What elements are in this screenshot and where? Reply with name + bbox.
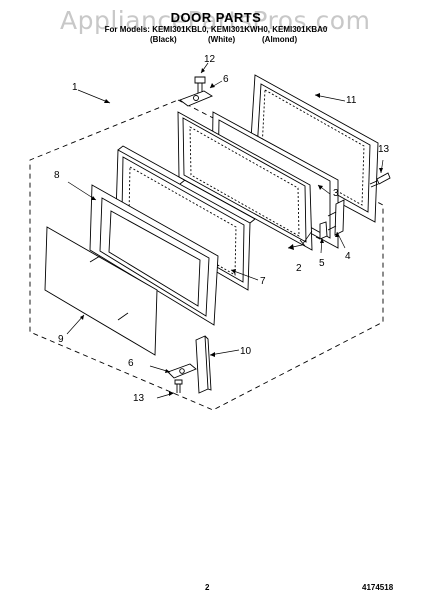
part-2-inner-door-panel	[177, 111, 313, 251]
callout-7: 7	[260, 276, 266, 287]
callout-4: 4	[345, 251, 351, 262]
part-13-screw-right	[369, 172, 391, 188]
callout-labels: 1 2 3 4 5 6 6 7 8 9 10 11 12 13 13	[54, 54, 390, 404]
callout-12: 12	[204, 54, 216, 65]
callout-13-right: 13	[378, 144, 390, 155]
callout-9: 9	[58, 334, 64, 345]
callout-5: 5	[319, 258, 325, 269]
part-4-latch-bracket	[327, 199, 345, 236]
callout-13-bottom: 13	[133, 393, 145, 404]
part-12-screw	[194, 76, 206, 93]
callout-6-top: 6	[223, 74, 229, 85]
variant-almond: (Almond)	[262, 35, 298, 44]
part-8-door-choke-panel	[89, 184, 219, 326]
part-6-hinge-top	[179, 90, 213, 107]
part-6-hinge-bottom	[167, 363, 197, 379]
models-line: For Models: KEMI301KBL0, KEMI301KWH0, KE…	[104, 25, 328, 34]
callout-1: 1	[72, 82, 78, 93]
part-10-trim-strip	[195, 335, 212, 394]
part-11-door-gasket-frame	[249, 74, 379, 223]
callout-6-bottom: 6	[128, 358, 134, 369]
leader-arrowheads	[80, 68, 383, 396]
diagram-title: DOOR PARTS	[170, 10, 262, 25]
page-number: 2	[205, 583, 210, 592]
callout-8: 8	[54, 170, 60, 181]
watermark-text: AppliancePartsPros.com	[60, 6, 371, 35]
variant-black: (Black)	[150, 35, 177, 44]
callout-3: 3	[333, 188, 339, 199]
assembly-boundary	[29, 99, 384, 411]
part-9-door-glass	[44, 226, 158, 356]
callout-2: 2	[296, 263, 302, 274]
document-code: 4174518	[362, 583, 394, 592]
callout-11: 11	[346, 95, 357, 106]
variant-white: (White)	[208, 35, 236, 44]
color-variants: (Black) (White) (Almond)	[0, 35, 432, 47]
callout-10: 10	[240, 346, 252, 357]
part-13-screw-bottom	[174, 379, 183, 393]
part-5-latch-hook	[315, 221, 328, 240]
